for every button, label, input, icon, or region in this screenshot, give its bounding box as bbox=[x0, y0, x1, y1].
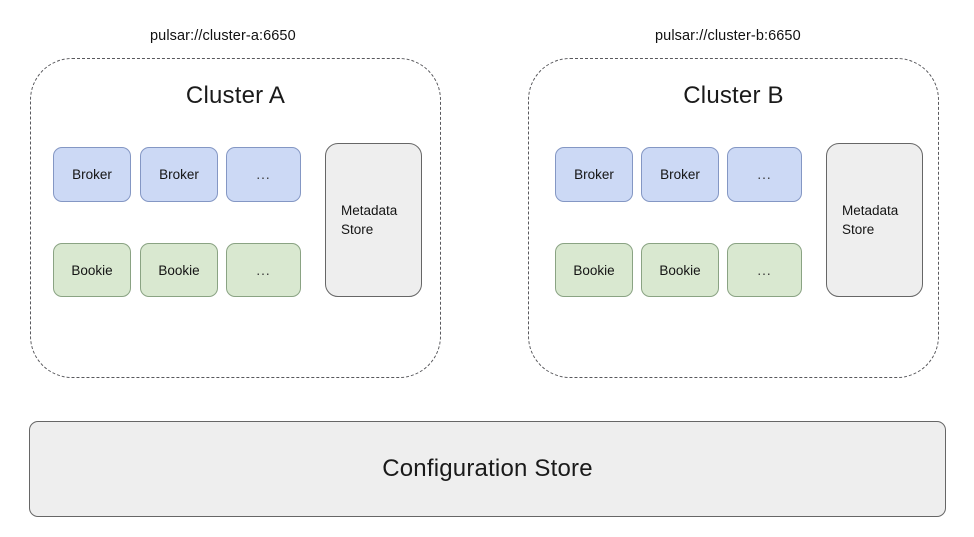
cluster-a-bookie-1[interactable]: Bookie bbox=[53, 243, 131, 297]
configuration-store[interactable]: Configuration Store bbox=[29, 421, 946, 517]
cluster-a-metadata-store[interactable]: Metadata Store bbox=[325, 143, 422, 297]
cluster-a-bookie-2[interactable]: Bookie bbox=[140, 243, 218, 297]
cluster-a-metadata-store-line2: Store bbox=[341, 222, 374, 237]
cluster-b-bookie-1[interactable]: Bookie bbox=[555, 243, 633, 297]
cluster-a-broker-2[interactable]: Broker bbox=[140, 147, 218, 202]
cluster-b-bookie-more[interactable]: ... bbox=[727, 243, 802, 297]
cluster-b-container: Cluster B bbox=[528, 58, 939, 378]
cluster-b-broker-more[interactable]: ... bbox=[727, 147, 802, 202]
cluster-a-title: Cluster A bbox=[185, 82, 286, 109]
cluster-a-bookie-more[interactable]: ... bbox=[226, 243, 301, 297]
cluster-a-url-label: pulsar://cluster-a:6650 bbox=[150, 28, 296, 44]
cluster-b-bookie-2[interactable]: Bookie bbox=[641, 243, 719, 297]
cluster-b-metadata-store-line1: Metadata bbox=[842, 203, 899, 218]
cluster-b-url-label: pulsar://cluster-b:6650 bbox=[655, 28, 801, 44]
cluster-b-title: Cluster B bbox=[683, 82, 784, 109]
cluster-a-container: Cluster A bbox=[30, 58, 441, 378]
cluster-a-metadata-store-line1: Metadata bbox=[341, 203, 398, 218]
cluster-b-metadata-store[interactable]: Metadata Store bbox=[826, 143, 923, 297]
cluster-a-broker-more[interactable]: ... bbox=[226, 147, 301, 202]
cluster-a-broker-1[interactable]: Broker bbox=[53, 147, 131, 202]
cluster-b-broker-1[interactable]: Broker bbox=[555, 147, 633, 202]
cluster-b-broker-2[interactable]: Broker bbox=[641, 147, 719, 202]
cluster-b-metadata-store-line2: Store bbox=[842, 222, 875, 237]
